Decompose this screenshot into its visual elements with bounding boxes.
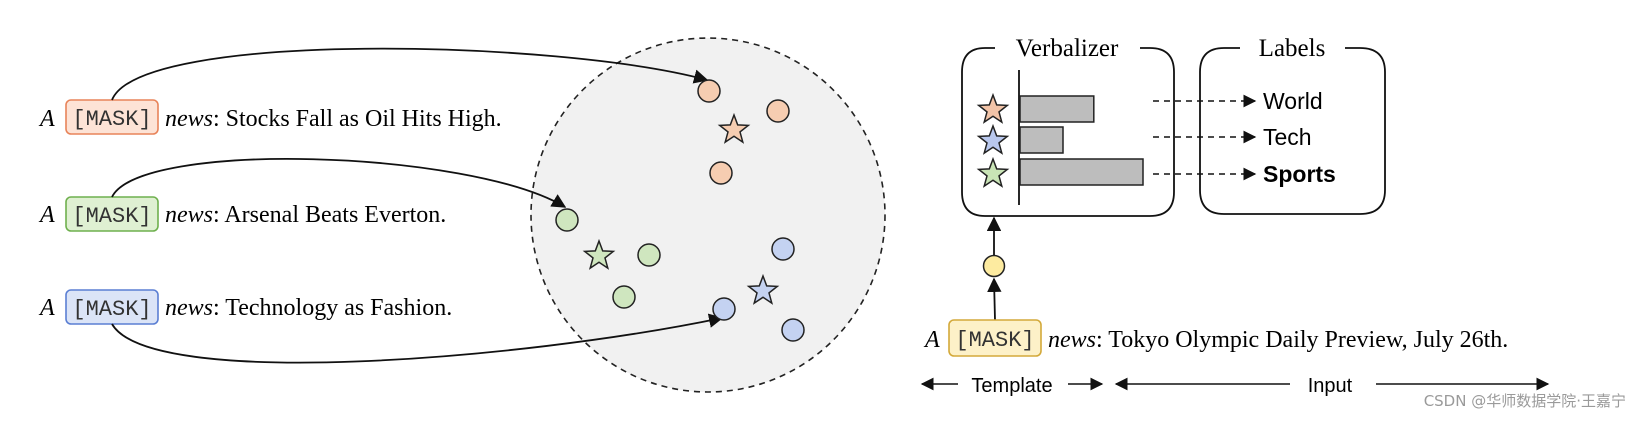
mapping-arrow-green: [111, 158, 567, 208]
mapping-arrow-blue: [111, 313, 724, 364]
sentence-2: A [MASK] news: Arsenal Beats Everton.: [38, 196, 446, 232]
sentence-3-rest: : Technology as Fashion.: [213, 295, 452, 321]
legend-input: Input: [1308, 375, 1353, 397]
verbalizer-panel: Verbalizer: [961, 35, 1175, 217]
labels-panel: Labels World Tech Sports: [1199, 35, 1386, 215]
star-green-prototype: [582, 238, 616, 270]
input-word: news: [1048, 327, 1096, 353]
verbalizer-star-world: [976, 92, 1010, 124]
sentence-3-text: news: Technology as Fashion.: [165, 295, 452, 321]
verbalizer-star-tech: [976, 123, 1010, 155]
mapping-arrow-orange: [111, 47, 709, 101]
input-to-point-arrow: [987, 277, 1002, 321]
sentence-1-text: news: Stocks Fall as Oil Hits High.: [165, 106, 502, 132]
input-mask: [MASK]: [955, 328, 1034, 353]
sentence-3-word: news: [165, 295, 213, 321]
sentence-2-mask: [MASK]: [72, 204, 151, 229]
sentence-3-mask: [MASK]: [72, 297, 151, 322]
star-blue-prototype: [746, 273, 780, 305]
sentence-2-word: news: [165, 202, 213, 228]
sentence-1-article: A: [38, 106, 55, 132]
input-sentence: A [MASK] news: Tokyo Olympic Daily Previ…: [923, 319, 1508, 357]
point-orange: [697, 79, 721, 103]
sentence-1-mask: [MASK]: [72, 107, 151, 132]
verbalizer-bar-sports: [1019, 158, 1144, 186]
sentence-3-article: A: [38, 295, 55, 321]
sentence-1: A [MASK] news: Stocks Fall as Oil Hits H…: [38, 99, 502, 135]
sentence-2-text: news: Arsenal Beats Everton.: [165, 202, 446, 228]
point-orange: [709, 161, 733, 185]
sentence-1-rest: : Stocks Fall as Oil Hits High.: [213, 106, 502, 132]
watermark: CSDN @华师数据学院·王嘉宁: [1424, 392, 1626, 410]
verbalizer-title: Verbalizer: [1016, 35, 1119, 62]
legend-template: Template: [971, 375, 1052, 397]
sentence-2-article: A: [38, 202, 55, 228]
star-orange-prototype: [717, 112, 751, 144]
sentence-2-rest: : Arsenal Beats Everton.: [213, 202, 446, 228]
point-orange: [766, 99, 790, 123]
label-sports: Sports: [1263, 161, 1336, 187]
verbalizer-star-sports: [976, 156, 1010, 188]
point-blue: [781, 318, 805, 342]
mask-token-yellow: [948, 319, 1042, 357]
point-green: [612, 285, 636, 309]
sentence-3: A [MASK] news: Technology as Fashion.: [38, 289, 452, 325]
verbalizer-frame: [961, 47, 1175, 217]
input-text: news: Tokyo Olympic Daily Preview, July …: [1048, 327, 1508, 353]
input-article: A: [923, 327, 940, 353]
labels-title: Labels: [1259, 35, 1326, 62]
labels-frame: [1199, 47, 1386, 215]
label-tech: Tech: [1263, 124, 1312, 150]
point-green: [555, 208, 579, 232]
point-yellow: [982, 254, 1006, 278]
point-green: [637, 243, 661, 267]
label-world: World: [1263, 88, 1323, 114]
sentence-1-word: news: [165, 106, 213, 132]
input-rest: : Tokyo Olympic Daily Preview, July 26th…: [1096, 327, 1508, 353]
point-blue: [771, 237, 795, 261]
verbalizer-bar-world: [1019, 95, 1095, 123]
point-blue: [712, 297, 736, 321]
verbalizer-bar-tech: [1019, 126, 1064, 154]
